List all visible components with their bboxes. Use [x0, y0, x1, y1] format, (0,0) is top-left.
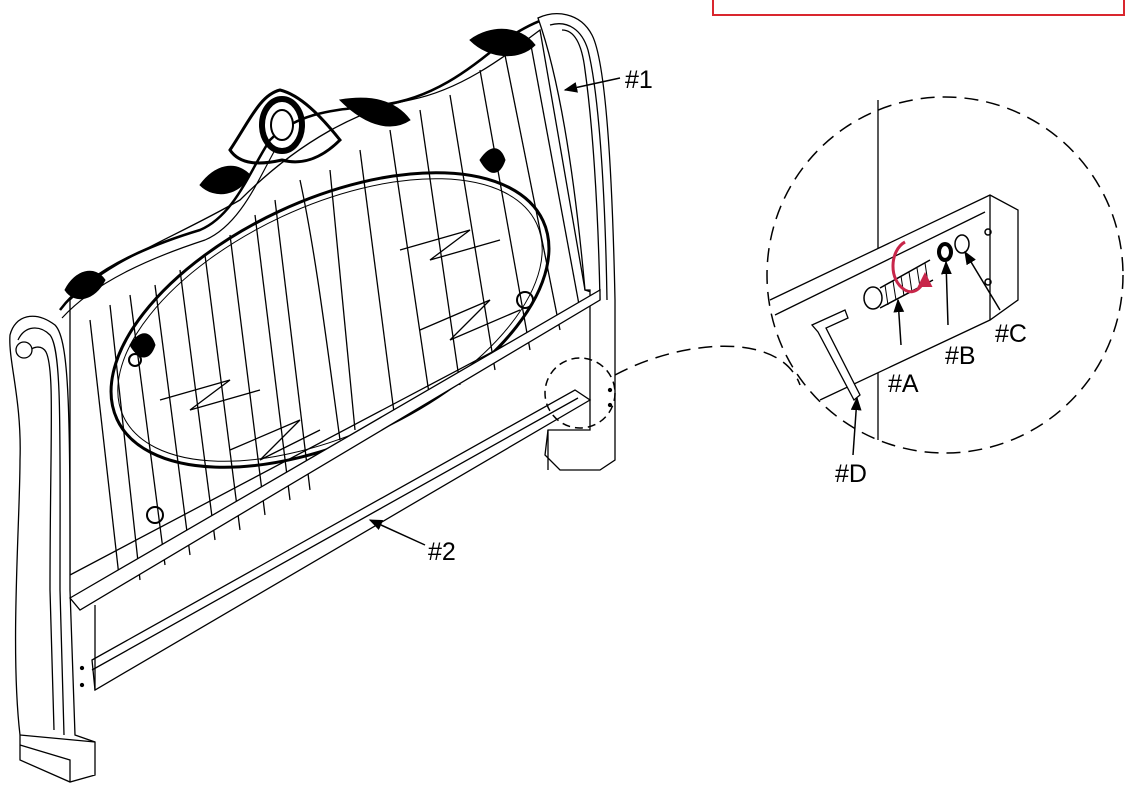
label-allen-wrench: #D — [835, 460, 867, 488]
bottom-rail — [69, 288, 601, 692]
label-lock-washer: #B — [945, 342, 976, 370]
rotation-arrow-icon — [891, 240, 933, 294]
lock-washer-part — [937, 242, 953, 262]
label-rail: #2 — [428, 538, 456, 566]
label-headboard: #1 — [625, 66, 653, 94]
allen-wrench-part — [810, 309, 861, 402]
flat-washer-part — [954, 234, 970, 254]
detail-callout — [544, 96, 1124, 454]
left-post — [9, 315, 96, 783]
note-box — [712, 0, 1125, 16]
label-bolt: #A — [888, 370, 919, 398]
headboard-panel — [59, 16, 602, 586]
right-post — [537, 13, 616, 471]
label-flat-washer: #C — [995, 320, 1027, 348]
leader-arrows — [368, 77, 1001, 546]
